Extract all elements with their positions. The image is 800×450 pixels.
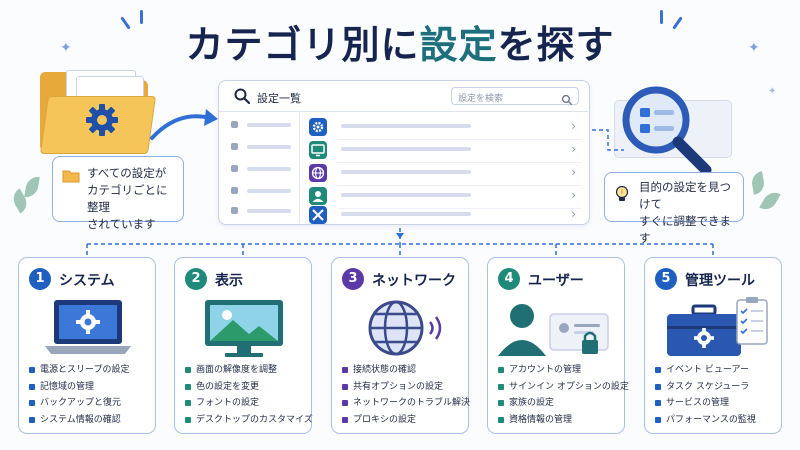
user-icon — [309, 187, 327, 205]
sidebar-item[interactable] — [231, 143, 291, 151]
list-item[interactable]: サインイン オプションの設定 — [498, 379, 629, 396]
title-text-end: を探す — [497, 23, 615, 67]
note-text: すべての設定が カテゴリごとに整理 されています — [87, 166, 168, 231]
globe-icon — [309, 164, 327, 182]
category-card-system[interactable]: 1 システム 電源とスリープの設定 記憶域の管理 バックアップと復元 システム情… — [18, 257, 156, 434]
chevron-right-icon: › — [571, 142, 576, 156]
category-number: 5 — [655, 268, 677, 290]
list-item[interactable]: 画面の解像度を調整 — [185, 362, 313, 379]
divider — [299, 111, 300, 223]
list-item[interactable]: タスク スケジューラ — [655, 379, 756, 396]
category-card-network[interactable]: 3 ネットワーク 接続状態の確認 共有オプションの設定 ネットワークのトラブル解… — [331, 257, 470, 434]
category-number: 1 — [29, 268, 51, 290]
lightbulb-icon — [614, 185, 630, 210]
chevron-right-icon: › — [571, 207, 576, 221]
list-item[interactable]: イベント ビューアー — [655, 362, 756, 379]
list-item[interactable]: アカウントの管理 — [498, 362, 629, 379]
sparkle-decoration — [140, 10, 143, 24]
chevron-right-icon: › — [571, 188, 576, 202]
info-note-left: すべての設定が カテゴリごとに整理 されています — [52, 156, 184, 231]
list-item[interactable]: 記憶域の管理 — [29, 379, 129, 396]
list-item[interactable]: 資格情報の管理 — [498, 412, 629, 429]
sidebar-item[interactable] — [231, 187, 291, 195]
category-title: システム — [59, 273, 115, 289]
sidebar-item[interactable] — [231, 165, 291, 173]
window-title: 設定一覧 — [257, 92, 301, 105]
chevron-right-icon: › — [571, 119, 576, 133]
list-item[interactable]: 共有オプションの設定 — [342, 379, 470, 396]
settings-row-network[interactable]: › — [307, 163, 582, 186]
title-accent: 設定 — [419, 23, 498, 67]
search-icon — [233, 87, 251, 109]
folder-icon — [62, 169, 80, 188]
title-text: カテゴリ別に — [185, 23, 420, 67]
gear-icon — [82, 100, 122, 140]
category-card-display[interactable]: 2 表示 画面の解像度を調整 色の設定を変更 フォントの設定 デスクトップのカス… — [174, 257, 313, 434]
settings-window: 設定一覧 設定を検索 › › › › › — [218, 80, 590, 225]
info-note-right: 目的の設定を見つけて すぐに調整できます — [604, 172, 744, 245]
settings-row-tools[interactable]: › — [307, 205, 582, 225]
monitor-icon — [309, 141, 327, 159]
chevron-right-icon: › — [571, 165, 576, 179]
sparkle-decoration — [660, 10, 663, 24]
note-text: 目的の設定を見つけて すぐに調整できます — [639, 180, 731, 245]
settings-row-display[interactable]: › — [307, 140, 582, 163]
list-item[interactable]: サービスの管理 — [655, 395, 756, 412]
category-card-admin-tools[interactable]: 5 管理ツール イベント ビューアー タスク スケジューラ サービスの管理 パフ… — [644, 257, 782, 434]
category-title: 管理ツール — [685, 273, 755, 289]
list-item[interactable]: 家族の設定 — [498, 395, 629, 412]
curved-arrow-icon — [150, 109, 218, 140]
category-number: 2 — [185, 268, 207, 290]
star-decoration: ✦ — [60, 40, 72, 56]
star-decoration: ✦ — [748, 40, 760, 56]
sidebar-item[interactable] — [231, 121, 291, 129]
list-item[interactable]: システム情報の確認 — [29, 412, 129, 429]
laptop-gear-icon — [19, 296, 157, 360]
list-item[interactable]: 接続状態の確認 — [342, 362, 470, 379]
category-items: 電源とスリープの設定 記憶域の管理 バックアップと復元 システム情報の確認 — [29, 362, 129, 428]
page-title: カテゴリ別に設定を探す — [0, 14, 800, 69]
list-item[interactable]: バックアップと復元 — [29, 395, 129, 412]
category-title: 表示 — [215, 273, 243, 289]
category-items: 接続状態の確認 共有オプションの設定 ネットワークのトラブル解決 プロキシの設定 — [342, 362, 470, 428]
category-items: アカウントの管理 サインイン オプションの設定 家族の設定 資格情報の管理 — [498, 362, 629, 428]
category-items: 画面の解像度を調整 色の設定を変更 フォントの設定 デスクトップのカスタマイズ — [185, 362, 313, 428]
search-input[interactable]: 設定を検索 — [451, 87, 579, 105]
list-item[interactable]: パフォーマンスの監視 — [655, 412, 756, 429]
divider — [219, 111, 588, 112]
category-card-user[interactable]: 4 ユーザー アカウントの管理 サインイン オプションの設定 家族の設定 資格情… — [487, 257, 629, 434]
leaf-decoration — [750, 171, 766, 195]
user-id-icon — [488, 296, 626, 360]
list-item[interactable]: プロキシの設定 — [342, 412, 470, 429]
list-item[interactable]: 色の設定を変更 — [185, 379, 313, 396]
toolbox-checklist-icon — [645, 296, 783, 360]
monitor-landscape-icon — [175, 296, 313, 360]
tools-icon — [309, 206, 327, 224]
list-item[interactable]: デスクトップのカスタマイズ — [185, 412, 313, 429]
category-number: 4 — [498, 268, 520, 290]
star-decoration: ✦ — [768, 86, 777, 97]
settings-row-system[interactable]: › — [307, 117, 582, 140]
gear-icon — [309, 118, 327, 136]
list-item[interactable]: フォントの設定 — [185, 395, 313, 412]
settings-row-user[interactable]: › — [307, 186, 582, 209]
category-title: ユーザー — [528, 273, 584, 289]
search-icon — [561, 91, 573, 110]
leaf-decoration — [759, 188, 781, 214]
list-item[interactable]: 電源とスリープの設定 — [29, 362, 129, 379]
category-title: ネットワーク — [372, 273, 456, 289]
leaf-decoration — [24, 175, 40, 199]
globe-wifi-icon — [332, 296, 470, 360]
list-item[interactable]: ネットワークのトラブル解決 — [342, 395, 470, 412]
category-items: イベント ビューアー タスク スケジューラ サービスの管理 パフォーマンスの監視 — [655, 362, 756, 428]
magnifier-icon — [622, 86, 712, 176]
category-number: 3 — [342, 268, 364, 290]
sidebar-item[interactable] — [231, 207, 291, 215]
